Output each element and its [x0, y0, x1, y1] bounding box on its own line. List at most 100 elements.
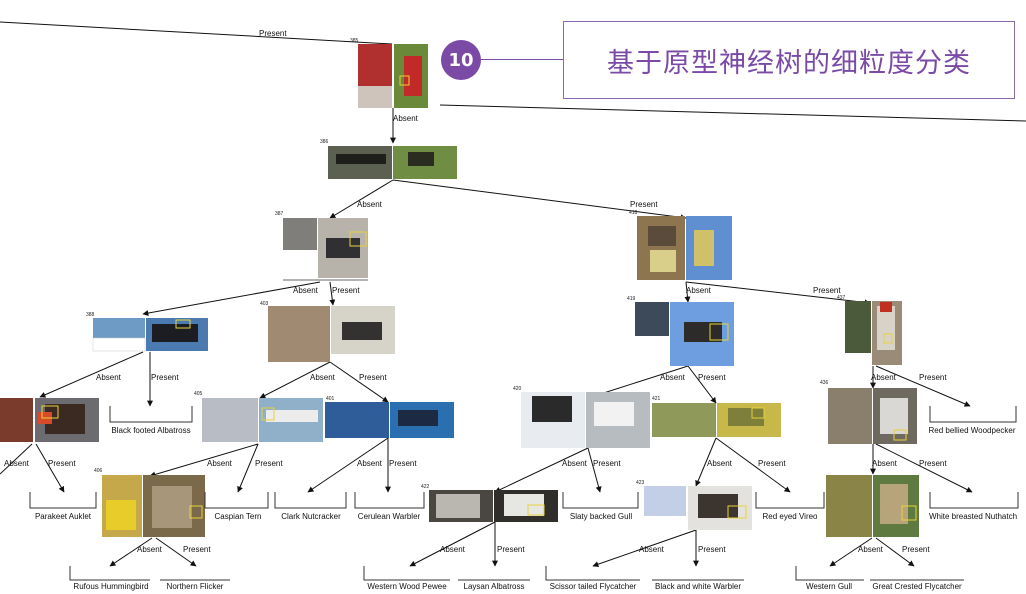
node-id: 386	[320, 139, 329, 145]
edge-label: Present	[151, 373, 179, 382]
edge-label: Present	[698, 373, 726, 382]
edge-n2-n3	[329, 179, 394, 219]
edge-label: Present	[389, 459, 417, 468]
edge-label: Present	[183, 545, 211, 554]
leaf-clark-nutcracker: Clark Nutcracker	[281, 512, 341, 521]
edge-label: Absent	[310, 373, 336, 382]
node-n13: 436	[820, 380, 917, 444]
badge-connector-line	[481, 59, 563, 60]
leaf-great-crested-flycatcher: Great Crested Flycatcher	[872, 582, 962, 591]
leaf-laysan-albatross: Laysan Albatross	[464, 582, 525, 591]
leaf-bracket	[69, 566, 150, 581]
node-id: 421	[652, 396, 661, 402]
edge-n6-n9	[259, 361, 331, 399]
leaf-bracket	[274, 492, 347, 509]
node-id: 403	[260, 301, 269, 307]
edge-label: Absent	[871, 373, 897, 382]
edge-label: Present	[919, 373, 947, 382]
edge-label: Absent	[440, 545, 466, 554]
edge-n13-leaf	[875, 443, 973, 493]
node-n6: 403	[260, 301, 395, 362]
edge-label: Absent	[686, 286, 712, 295]
node-n15: 422	[421, 484, 558, 522]
edge-label: Present	[332, 286, 360, 295]
leaf-cerulean-warbler: Cerulean Warbler	[358, 512, 421, 521]
edge-top-out	[439, 104, 1026, 122]
edge-label: Absent	[660, 373, 686, 382]
edge-n15-leaf-a	[409, 521, 496, 567]
edge-label: Absent	[357, 200, 383, 209]
edge-label: Absent	[357, 459, 383, 468]
leaf-bracket	[755, 492, 825, 509]
edge-top-in	[0, 21, 393, 45]
node-id: 436	[820, 380, 829, 386]
node-n2: 386	[320, 139, 457, 179]
node-id: 405	[194, 391, 203, 397]
edge-n2-n4	[392, 179, 687, 221]
leaf-western-gull: Western Gull	[806, 582, 852, 591]
tree-leaves	[29, 406, 1019, 581]
edge-label: Absent	[293, 286, 319, 295]
edge-label: Absent	[96, 373, 122, 382]
tree-nodes: 385 386 387 418	[0, 38, 919, 537]
edge-n12-leaf	[715, 437, 791, 493]
edge-n16-leaf	[875, 365, 971, 407]
edge-label: Present	[698, 545, 726, 554]
edge-n6-n10	[329, 361, 389, 403]
leaf-bracket	[545, 566, 640, 581]
node-n5: 388	[86, 312, 208, 352]
node-n1: 385	[350, 38, 428, 108]
edge-n9-n14	[149, 443, 259, 478]
node-id: 388	[86, 312, 95, 318]
edge-label: Present	[255, 459, 283, 468]
edge-n9-leaf	[237, 443, 259, 493]
node-n3: 387	[275, 211, 368, 281]
edge-label: Absent	[639, 545, 665, 554]
node-n9: 405	[194, 391, 323, 442]
edge-n18-leaf-b	[875, 537, 915, 567]
edge-n8-left	[0, 443, 33, 475]
edge-n4-n16	[685, 281, 871, 306]
edge-n4-n7	[684, 281, 691, 303]
edge-n17-leaf-a	[592, 529, 697, 568]
leaf-parakeet-auklet: Parakeet Auklet	[35, 512, 92, 521]
node-n11: 420	[513, 386, 650, 448]
edge-n12-n17	[695, 437, 717, 487]
leaf-bracket	[354, 492, 425, 509]
edge-n11-n15	[494, 447, 589, 493]
edge-label: Present	[48, 459, 76, 468]
node-n17: 423	[636, 480, 752, 530]
node-n8	[0, 398, 99, 442]
leaf-northern-flicker: Northern Flicker	[167, 582, 224, 591]
edge-label: Present	[630, 200, 658, 209]
node-n14: 406	[94, 468, 205, 537]
leaf-white-breasted-nuthatch: White breasted Nuthatch	[929, 512, 1017, 521]
edge-label: Present	[259, 29, 287, 38]
edge-label: Present	[813, 286, 841, 295]
node-id: 418	[629, 210, 638, 216]
edge-label: Absent	[207, 459, 233, 468]
node-id: 420	[513, 386, 522, 392]
leaf-labels: Black footed Albatross Parakeet Auklet C…	[35, 426, 1017, 591]
edge-n18-leaf-a	[829, 537, 873, 567]
edge-n3-n6	[329, 281, 336, 306]
leaf-bracket	[929, 492, 1019, 509]
node-id: 423	[636, 480, 645, 486]
tree-edges	[0, 21, 1026, 568]
leaf-bracket	[795, 566, 864, 581]
edge-label: Present	[758, 459, 786, 468]
node-id: 422	[421, 484, 430, 490]
edge-label: Absent	[872, 459, 898, 468]
node-n12: 421	[652, 396, 781, 437]
leaf-black-footed-albatross: Black footed Albatross	[111, 426, 190, 435]
node-id: 406	[94, 468, 103, 474]
edge-label: Present	[593, 459, 621, 468]
node-n16: 437	[837, 295, 902, 365]
edge-label: Present	[902, 545, 930, 554]
edge-n5-n8	[39, 351, 144, 398]
leaf-rufous-hummingbird: Rufous Hummingbird	[73, 582, 148, 591]
edge-n8-leaf	[35, 443, 65, 493]
node-id: 387	[275, 211, 284, 217]
node-n4: 418	[629, 210, 732, 280]
